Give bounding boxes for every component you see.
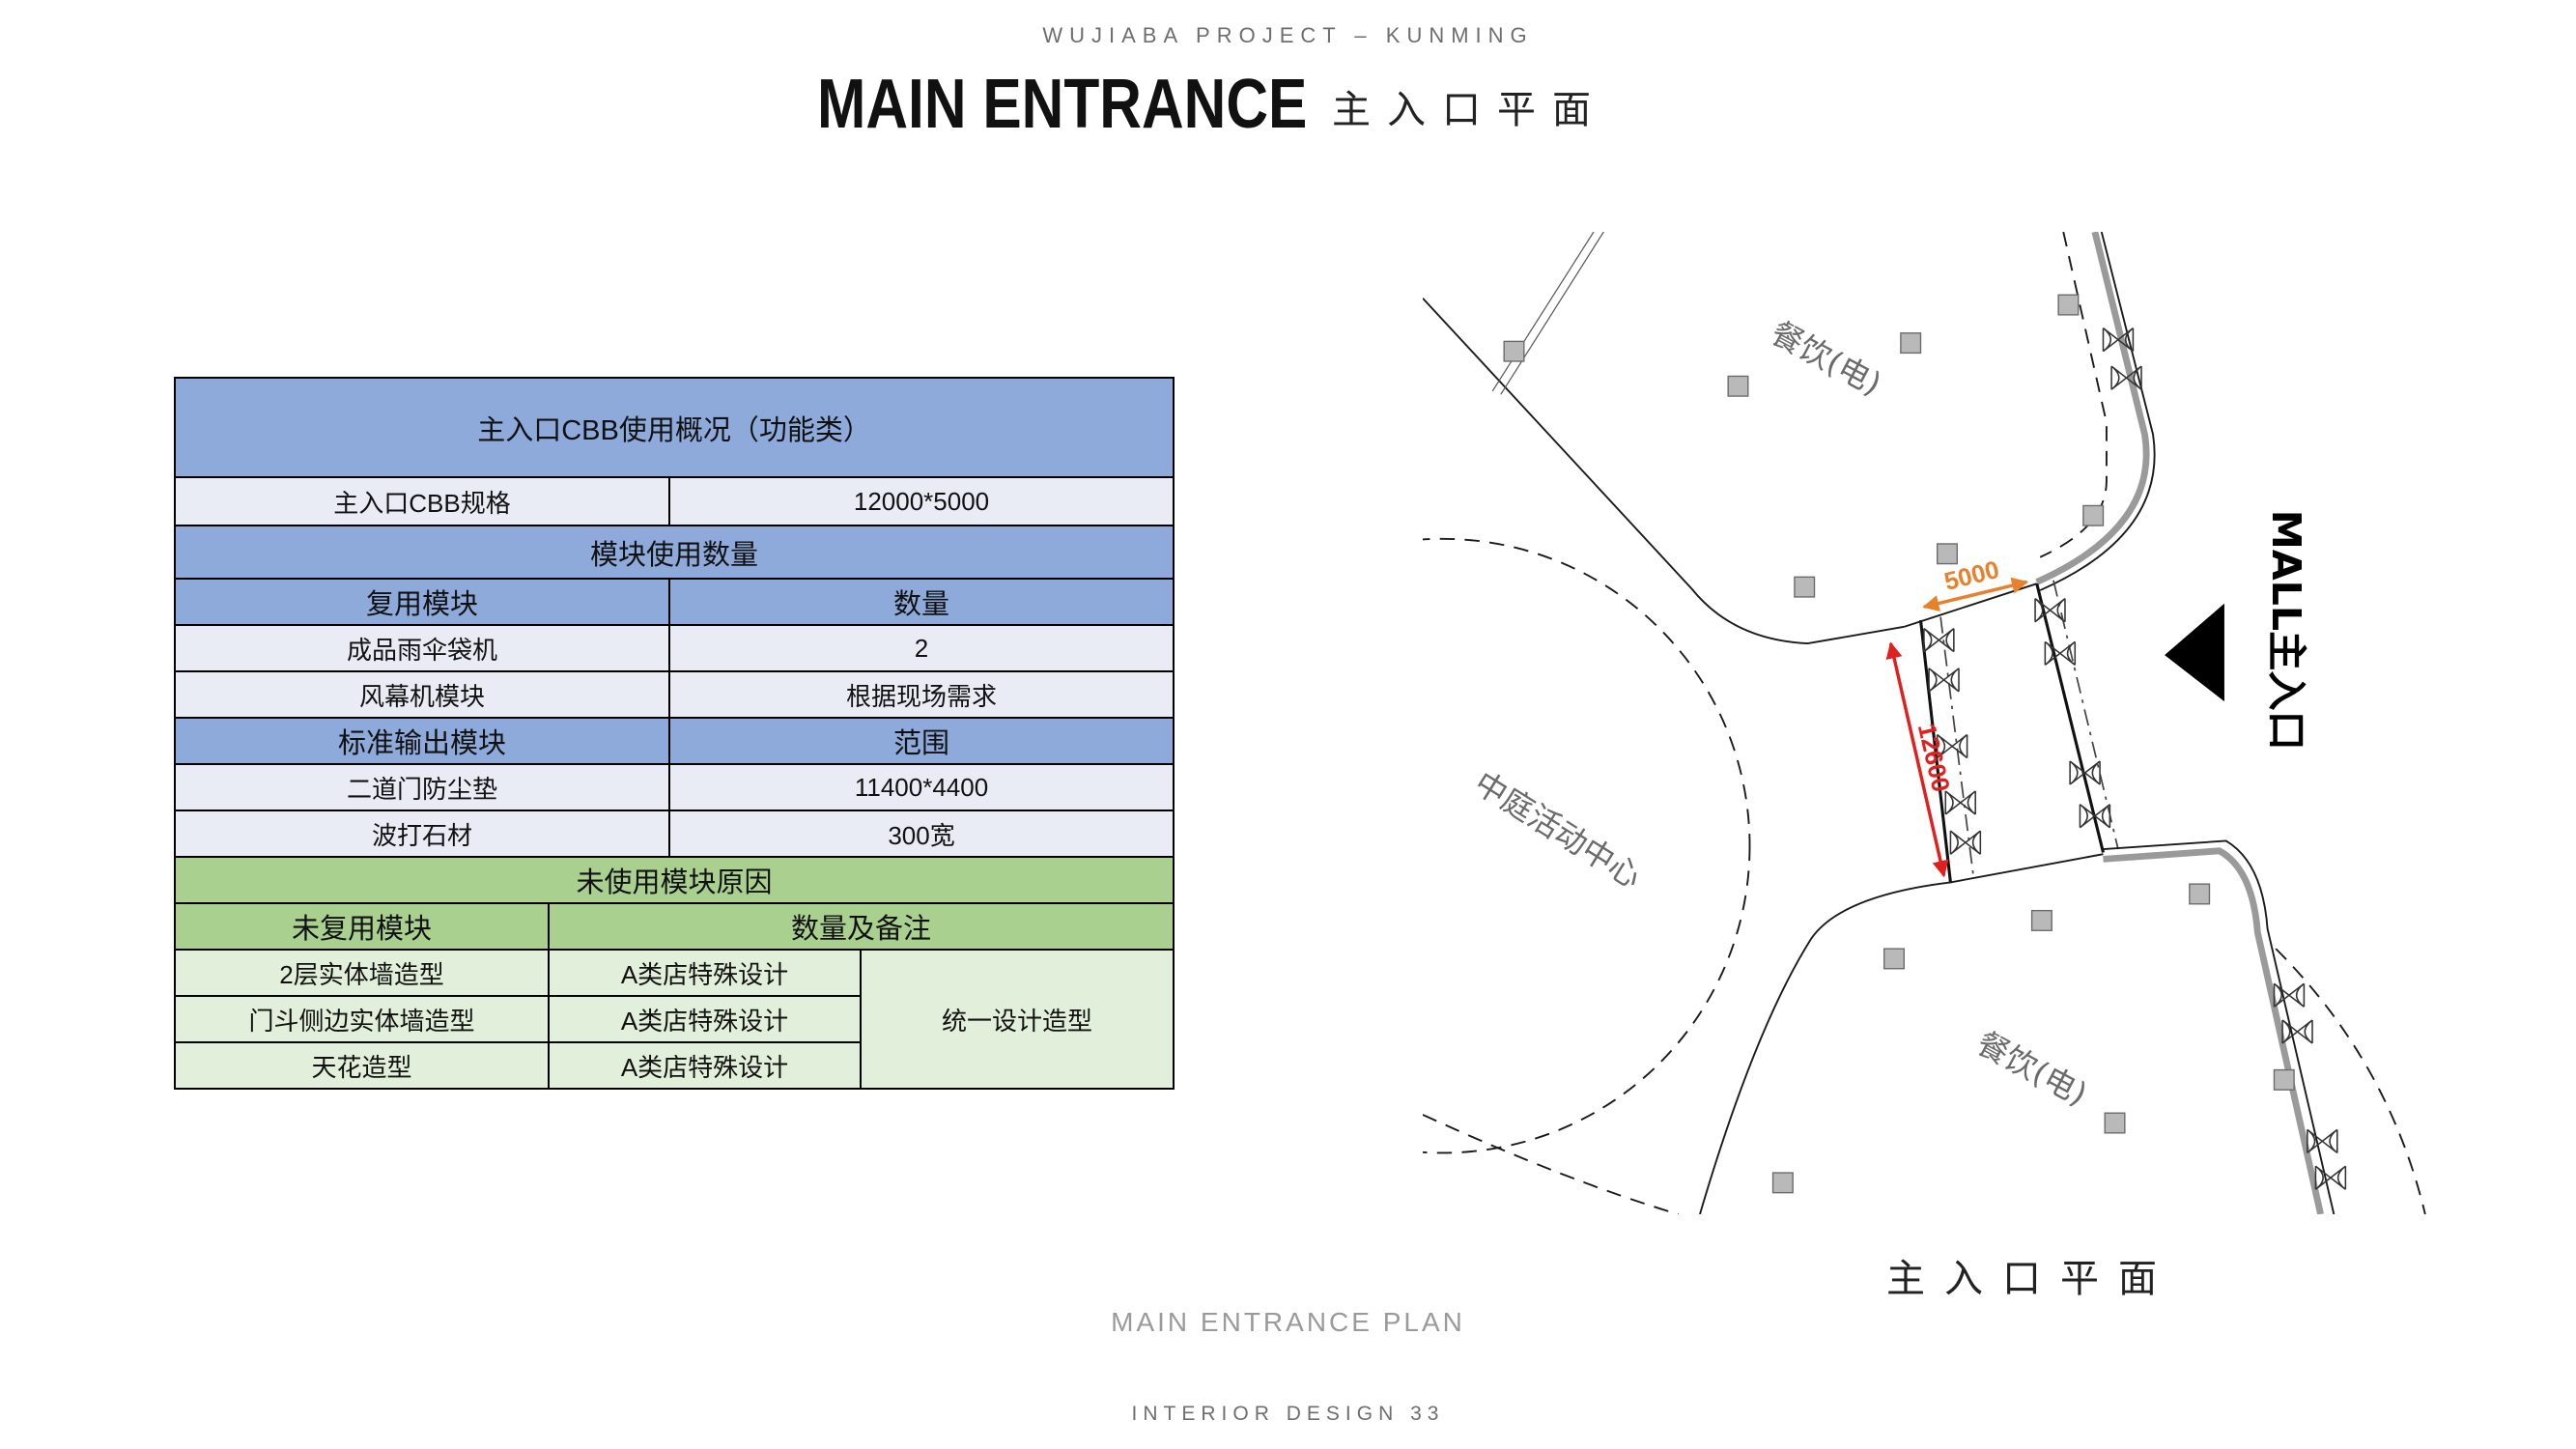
outer-door-line	[2052, 580, 2119, 850]
page-title-chinese: 主入口平面	[1332, 89, 1607, 131]
column-header: 范围	[667, 717, 1175, 765]
column-marker	[1936, 543, 1958, 565]
column-marker	[2189, 883, 2211, 905]
column-marker	[1727, 375, 1749, 397]
table-row: 成品雨伞袋机 2	[174, 624, 1175, 672]
facade-wall-north	[2035, 232, 2150, 585]
facade-wall-south	[2103, 847, 2324, 1214]
plan-caption: MAIN ENTRANCE PLAN	[1111, 1307, 1465, 1337]
column-marker	[1503, 340, 1525, 362]
revolving-door-icon	[1923, 627, 1955, 653]
facade-line-north	[2039, 232, 2156, 591]
atrium-boundary	[1423, 537, 1751, 1154]
table-cell: A类店特殊设计	[548, 949, 862, 997]
outer-door-line	[2035, 582, 2105, 853]
table-cell: A类店特殊设计	[548, 1041, 862, 1090]
column-marker	[2057, 294, 2080, 316]
table-cell: 11400*4400	[667, 763, 1175, 811]
merged-note-cell: 统一设计造型	[859, 949, 1175, 1090]
column-header: 数量及备注	[547, 902, 1175, 951]
building-outline-south	[1699, 881, 1951, 1214]
project-name: WUJIABA PROJECT – KUNMING	[1042, 23, 1534, 47]
dining-label-north: 餐饮(电)	[1765, 314, 1887, 402]
building-outline-north	[1423, 298, 1905, 644]
section-header-used: 模块使用数量	[173, 525, 1175, 580]
table-cell: 300宽	[667, 810, 1175, 858]
table-row: 2层实体墙造型 A类店特殊设计 统一设计造型	[174, 949, 1175, 1090]
mall-entrance-label: MALL主入口	[2263, 510, 2309, 751]
revolving-door-icon	[2314, 1165, 2347, 1191]
width-dimension-line	[1922, 577, 2029, 611]
service-line	[1500, 232, 1604, 395]
column-marker	[2273, 1068, 2295, 1091]
table-cell: 风幕机模块	[174, 670, 670, 719]
table-cell: 门斗侧边实体墙造型	[174, 995, 550, 1043]
table-cell: 成品雨伞袋机	[174, 624, 670, 672]
page-title: MAIN ENTRANCE	[817, 66, 1308, 143]
column-header: 复用模块	[174, 578, 670, 626]
column-marker	[1900, 332, 1922, 355]
service-line	[1491, 232, 1595, 392]
plan-caption-chinese: 主入口平面	[1886, 1258, 2176, 1300]
page-footer: INTERIOR DESIGN 33	[1131, 1403, 1445, 1425]
column-marker	[1771, 1172, 1794, 1194]
dashed-boundary	[2275, 948, 2426, 1214]
table-row: 波打石材 300宽	[174, 810, 1175, 858]
table-cell: 二道门防尘垫	[174, 763, 670, 811]
length-dimension-label: 12600	[1912, 721, 1954, 794]
atrium-label: 中庭活动中心	[1468, 764, 1648, 895]
table-title: 主入口CBB使用概况（功能类）	[173, 377, 1175, 478]
column-marker	[1794, 576, 1816, 598]
column-header: 标准输出模块	[174, 717, 670, 765]
table-row: 风幕机模块 根据现场需求	[174, 670, 1175, 719]
revolving-door-icon	[2306, 1128, 2338, 1154]
column-marker	[1882, 948, 1905, 970]
entrance-plan-drawing: 餐饮(电) 餐饮(电) 中庭活动中心 MALL主入口 5000 12600	[1423, 232, 2426, 1214]
table-row: 天花造型 A类店特殊设计	[174, 1041, 1174, 1090]
revolving-door-icon	[1928, 667, 1960, 693]
table-cell: A类店特殊设计	[548, 995, 862, 1043]
dashed-boundary	[1423, 1114, 1679, 1214]
triangle-left-icon	[2165, 603, 2224, 702]
revolving-door-icon	[2273, 982, 2306, 1009]
column-marker	[2082, 504, 2105, 526]
revolving-door-icon	[2034, 597, 2066, 623]
table-row: 二道门防尘垫 11400*4400	[174, 763, 1175, 811]
table-cell: 波打石材	[174, 810, 670, 858]
revolving-door-icon	[2281, 1019, 2313, 1044]
spec-label: 主入口CBB规格	[174, 476, 670, 526]
table-cell: 天花造型	[174, 1041, 550, 1090]
revolving-door-icon	[1944, 790, 1977, 815]
dashed-boundary	[2039, 232, 2108, 558]
vestibule-line-bottom	[1950, 853, 2104, 884]
cbb-usage-table: 主入口CBB使用概况（功能类） 主入口CBB规格 12000*5000 模块使用…	[173, 377, 1175, 1090]
table-cell: 根据现场需求	[667, 670, 1175, 719]
column-header: 未复用模块	[174, 902, 550, 951]
dining-label-south: 餐饮(电)	[1970, 1025, 2093, 1113]
length-dimension-line	[1885, 641, 1949, 878]
table-cell: 2	[667, 624, 1175, 672]
column-marker	[2104, 1112, 2126, 1134]
table-row: 门斗侧边实体墙造型 A类店特殊设计	[174, 995, 1174, 1043]
column-marker	[2030, 909, 2052, 931]
facade-line-south	[2103, 839, 2335, 1214]
table-cell: 2层实体墙造型	[174, 949, 550, 997]
revolving-door-icon	[1949, 830, 1982, 856]
column-markers	[1503, 294, 2295, 1194]
section-header-unused: 未使用模块原因	[173, 856, 1175, 904]
column-header: 数量	[667, 578, 1175, 626]
spec-value: 12000*5000	[667, 476, 1175, 526]
